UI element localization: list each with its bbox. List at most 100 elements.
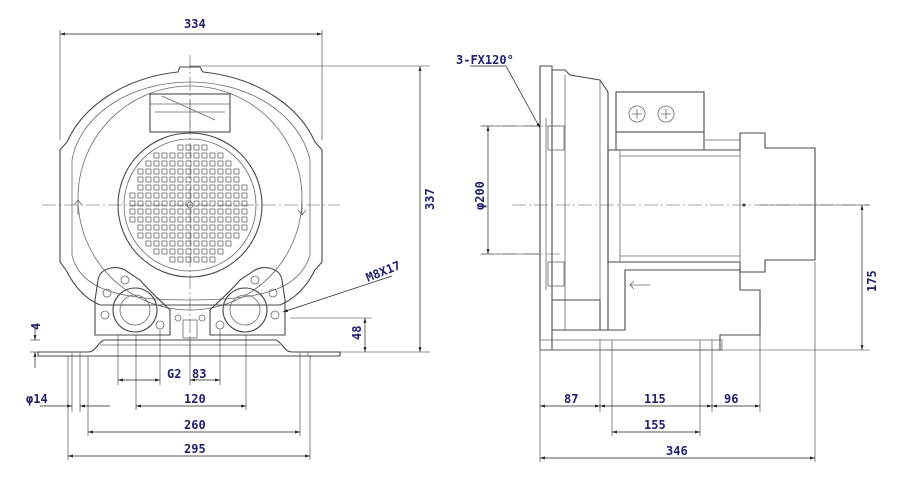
- vent-slot: [225, 168, 232, 175]
- vent-slot: [169, 224, 176, 231]
- bolt-spec-label: M8X17: [364, 258, 403, 285]
- vent-slot: [209, 240, 216, 247]
- vent-slot: [145, 168, 152, 175]
- vent-slot: [169, 248, 176, 255]
- vent-slot: [201, 256, 208, 263]
- vent-slot: [185, 224, 192, 231]
- vent-slot: [153, 232, 160, 239]
- vent-slot: [233, 208, 240, 215]
- outlet-height-label: 48: [350, 326, 364, 340]
- vent-slot: [137, 200, 144, 207]
- vent-slot: [161, 232, 168, 239]
- vent-slot: [217, 224, 224, 231]
- side-terminal-box: [615, 91, 705, 133]
- vent-slot: [169, 176, 176, 183]
- vent-slot: [169, 216, 176, 223]
- vent-slot: [169, 184, 176, 191]
- vent-slot: [209, 256, 216, 263]
- vent-slot: [137, 192, 144, 199]
- vent-slot: [209, 200, 216, 207]
- vent-slot: [129, 216, 136, 223]
- vent-slot: [201, 240, 208, 247]
- vent-slot: [153, 248, 160, 255]
- vent-slot: [193, 160, 200, 167]
- vent-slot: [161, 176, 168, 183]
- vent-slot: [169, 232, 176, 239]
- vent-slot: [209, 208, 216, 215]
- vent-slot: [177, 192, 184, 199]
- vent-slot: [153, 216, 160, 223]
- vent-slot: [209, 192, 216, 199]
- vent-slot: [145, 160, 152, 167]
- vent-slot: [225, 208, 232, 215]
- vent-slot: [177, 240, 184, 247]
- vent-slot: [161, 208, 168, 215]
- left-port-boss: [94, 267, 171, 336]
- front-height-label: 337: [423, 188, 437, 210]
- screw-spec-label: 3-FX120°: [456, 53, 514, 67]
- vent-slot: [185, 240, 192, 247]
- vent-slot: [209, 216, 216, 223]
- vent-slot: [177, 256, 184, 263]
- vent-slot: [217, 240, 224, 247]
- vent-slot: [177, 176, 184, 183]
- vent-slot: [145, 208, 152, 215]
- vent-slot: [169, 160, 176, 167]
- vent-slot: [145, 232, 152, 239]
- vent-slot: [185, 168, 192, 175]
- vent-slot: [129, 200, 136, 207]
- vent-slot: [185, 216, 192, 223]
- dim-115-label: 115: [644, 392, 666, 406]
- vent-slot: [177, 248, 184, 255]
- hole-diameter-label: φ14: [26, 392, 48, 406]
- vent-slot: [241, 200, 248, 207]
- vent-slot: [217, 208, 224, 215]
- vent-slot: [137, 176, 144, 183]
- center-height-label: 175: [865, 270, 879, 292]
- vent-slot: [225, 176, 232, 183]
- vent-slot: [217, 232, 224, 239]
- vent-slot: [241, 184, 248, 191]
- overall-length-label: 346: [666, 444, 688, 458]
- vent-slot: [225, 232, 232, 239]
- vent-slot: [193, 240, 200, 247]
- vent-slot: [193, 144, 200, 151]
- vent-slot: [153, 192, 160, 199]
- side-motor-body: [607, 132, 816, 273]
- vent-slot: [185, 160, 192, 167]
- front-base-plate: [37, 339, 341, 357]
- vent-slot: [153, 200, 160, 207]
- vent-slot: [177, 208, 184, 215]
- vent-slot: [185, 256, 192, 263]
- vent-slot: [153, 208, 160, 215]
- vent-slot: [217, 184, 224, 191]
- vent-slot: [153, 240, 160, 247]
- flange-diameter-label: φ200: [473, 181, 487, 210]
- vent-slot: [185, 144, 192, 151]
- vent-slot: [193, 152, 200, 159]
- vent-slot: [169, 168, 176, 175]
- vent-slot: [209, 160, 216, 167]
- vent-slot: [201, 224, 208, 231]
- vent-slot: [233, 184, 240, 191]
- vent-slot: [169, 192, 176, 199]
- vent-slot: [225, 184, 232, 191]
- vent-slot: [177, 232, 184, 239]
- vent-slot: [177, 144, 184, 151]
- vent-slot: [185, 184, 192, 191]
- vent-slot: [137, 232, 144, 239]
- vent-slot: [153, 224, 160, 231]
- vent-slot: [193, 176, 200, 183]
- vent-slot: [177, 152, 184, 159]
- vent-slot: [177, 224, 184, 231]
- vent-slot: [233, 176, 240, 183]
- front-width-label: 334: [184, 17, 206, 31]
- vent-slot: [201, 144, 208, 151]
- motor-fan-vent-grid: [129, 144, 248, 263]
- vent-slot: [217, 152, 224, 159]
- vent-slot: [233, 192, 240, 199]
- vent-slot: [233, 224, 240, 231]
- vent-slot: [217, 160, 224, 167]
- vent-slot: [193, 216, 200, 223]
- vent-slot: [225, 224, 232, 231]
